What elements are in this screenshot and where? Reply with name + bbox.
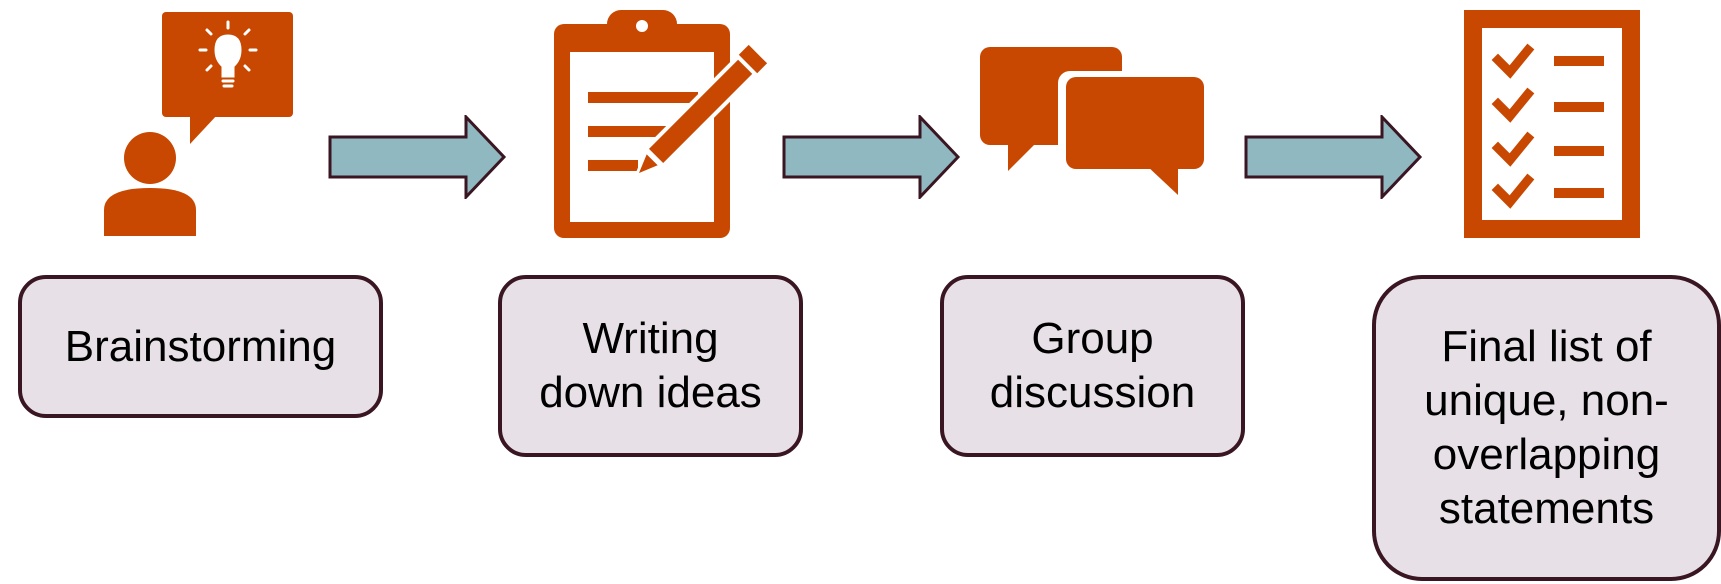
flow-arrow: [328, 115, 507, 199]
step-box-group-discussion: Group discussion: [940, 275, 1245, 457]
step-label: Group discussion: [989, 314, 1196, 417]
flow-arrow: [782, 115, 961, 199]
step-box-final-list: Final list of unique, non- overlapping s…: [1372, 275, 1721, 581]
step-box-brainstorming: Brainstorming: [18, 275, 383, 418]
person-with-lightbulb-speech-icon: [104, 12, 293, 236]
step-label: Final list of unique, non- overlapping s…: [1424, 322, 1669, 533]
clipboard-pencil-icon: [554, 10, 768, 238]
step-box-writing-down-ideas: Writing down ideas: [498, 275, 803, 457]
step-label: Brainstorming: [64, 321, 337, 371]
checklist-icon: [1464, 10, 1640, 238]
chat-bubbles-icon: [980, 47, 1208, 195]
step-label: Writing down ideas: [539, 314, 762, 417]
flow-arrow: [1244, 115, 1423, 199]
